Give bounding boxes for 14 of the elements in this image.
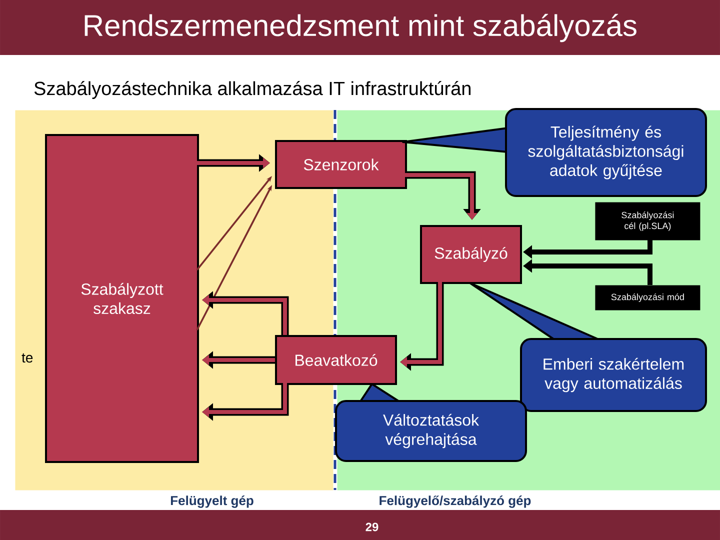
region-label: Felügyelt gép [170,496,254,508]
callout-bubble: Teljesítmény és szolgáltatásbiztonsági adatok gyűjtése [505,108,707,197]
process-box: Szenzorok [275,140,407,189]
subtitle: Szabályozástechnika alkalmazása IT infrastruktúrán [34,81,470,99]
process-box: Beavatkozó [275,335,397,385]
parameter-box: Szabályozási cél (pl.SLA) [595,202,700,240]
callout-bubble: Emberi szakértelem vagy automatizálás [520,338,707,412]
process-box: Szabályzott szakasz [45,134,199,463]
side-text: te [22,353,33,363]
region-label: Felügyelő/szabályzó gép [380,496,531,508]
page-number: 29 [366,522,378,532]
process-box: Szabályzó [420,225,522,284]
slide-title: Rendszermenedzsment mint szabályozás [84,14,636,42]
parameter-box: Szabályozási mód [595,285,700,310]
